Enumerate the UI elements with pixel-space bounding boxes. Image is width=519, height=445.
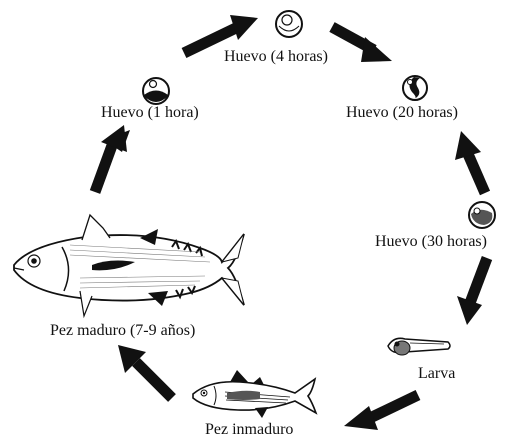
egg-4h-icon: [276, 11, 302, 37]
label-egg-20h: Huevo (20 horas): [346, 104, 458, 122]
arrow-egg30h-to-egg20h: [455, 131, 485, 193]
label-egg-30h: Huevo (30 horas): [375, 233, 487, 251]
juvenile-tuna-icon: [193, 370, 316, 418]
arrow-egg30h-to-larva: [457, 258, 487, 325]
arrow-adult-to-egg1h: [95, 125, 130, 192]
egg-20h-icon: [403, 76, 427, 100]
label-egg-1h: Huevo (1 hora): [101, 104, 199, 122]
label-juvenile: Pez inmaduro: [205, 421, 293, 439]
larva-icon: [388, 338, 450, 355]
egg-30h-icon: [469, 202, 495, 228]
arrow-larva-to-juvenile: [344, 395, 418, 430]
label-egg-4h: Huevo (4 horas): [224, 48, 328, 66]
label-larva: Larva: [418, 365, 455, 383]
adult-tuna-icon: [14, 215, 244, 316]
label-adult: Pez maduro (7-9 años): [50, 322, 195, 340]
arrow-juvenile-to-adult: [118, 345, 172, 398]
egg-1h-icon: [143, 78, 169, 104]
arrow-egg4h-to-egg20h: [332, 27, 392, 62]
